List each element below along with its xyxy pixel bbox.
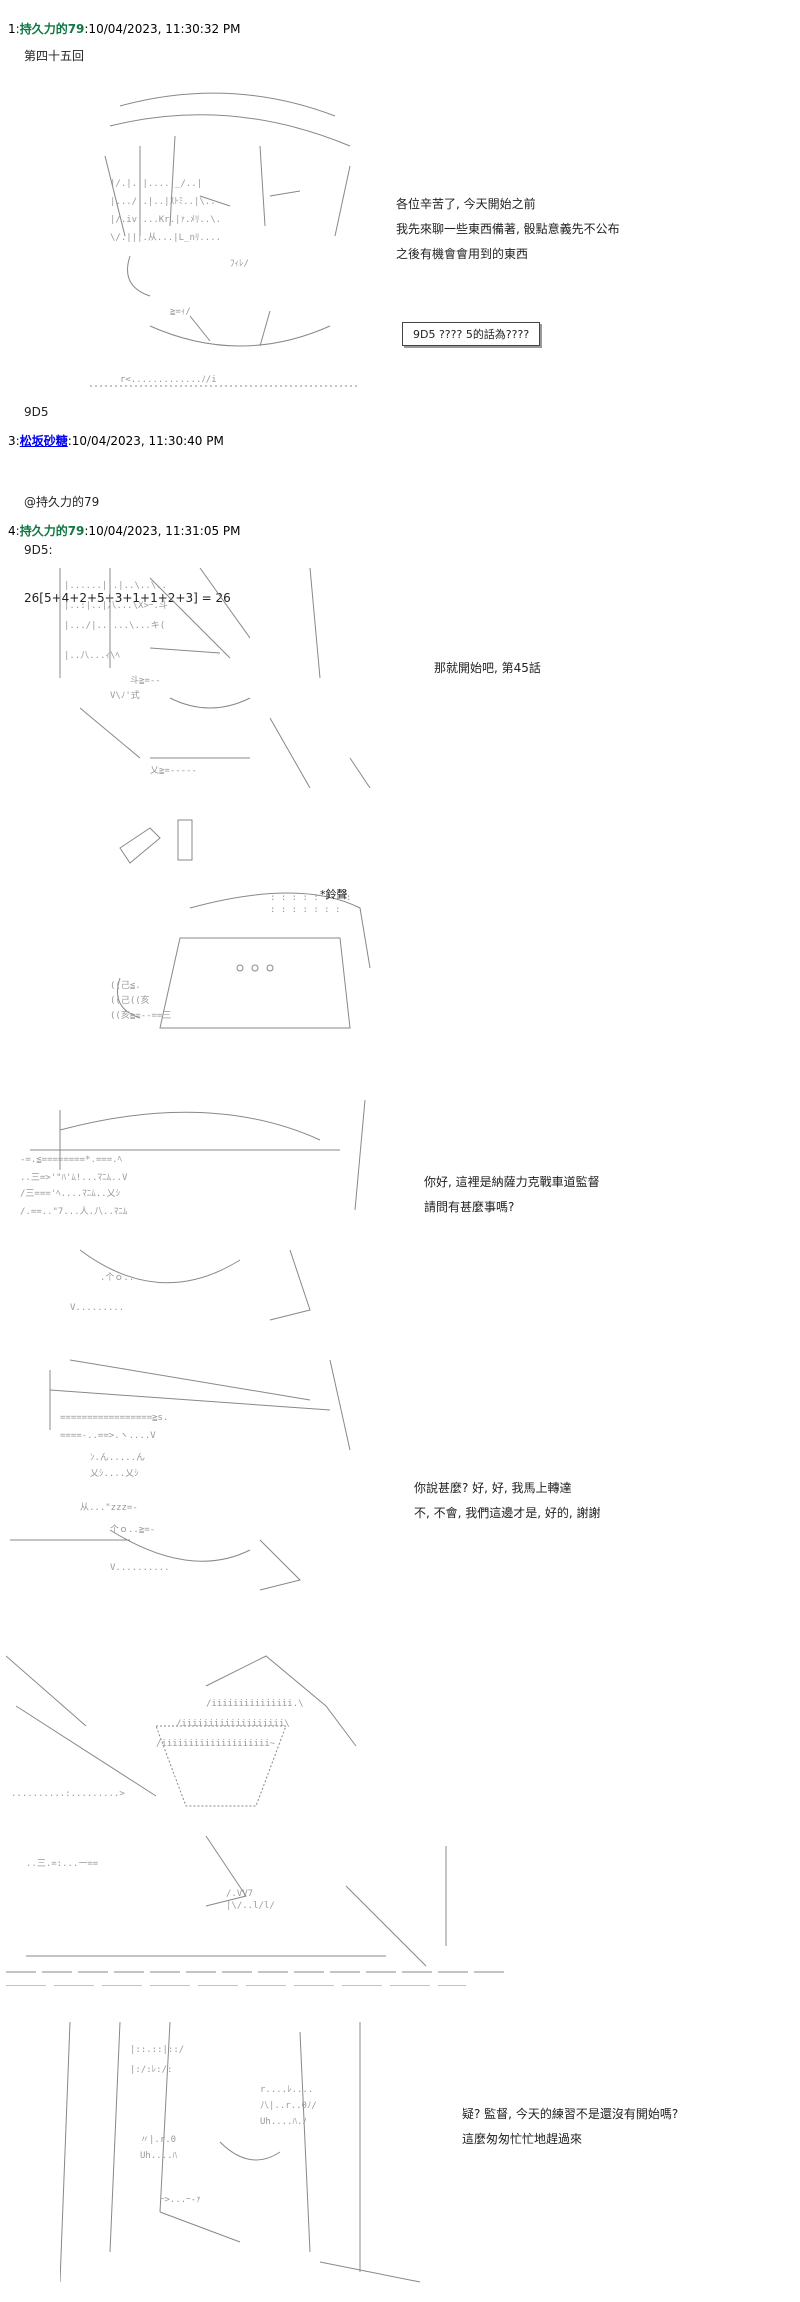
- ascii-art-drawing: |/.|..|....|_/..| |.../..|..|ｽﾄﾐ..|\.. |…: [90, 92, 360, 387]
- svg-text:ﾝ.ん.....ん: ﾝ.ん.....ん: [90, 1452, 145, 1463]
- svg-text:((己≦.: ((己≦.: [110, 980, 141, 991]
- ascii-art-character-1: |/.|..|....|_/..| |.../..|..|ｽﾄﾐ..|\.. |…: [80, 76, 380, 406]
- ascii-art-landscape: /iiiiiiiiiiiiiii.\ /iiiiiiiiiiiiiiiiiii\…: [6, 1636, 546, 1996]
- post-sep: :: [15, 434, 20, 448]
- poster-name[interactable]: 持久力的79: [19, 22, 85, 36]
- dialog-line: 你好, 這裡是納薩力克戰車道監督: [424, 1175, 600, 1189]
- ascii-art-character-3: -=.≦========*.===.ﾍ ..三=>'"ﾊ'ﾑ!...ﾏﾆﾑ..V…: [10, 1080, 380, 1340]
- svg-text:\/.|||.从...|L_nﾘ....: \/.|||.从...|L_nﾘ....: [110, 232, 221, 243]
- svg-text:ｰ>...ｰ-ｧ: ｰ>...ｰ-ｧ: [160, 2195, 201, 2205]
- landscape-drawing: /iiiiiiiiiiiiiii.\ /iiiiiiiiiiiiiiiiiii\…: [6, 1655, 506, 1986]
- svg-text:|.../|..|...\...キ(: |.../|..|...\...キ(: [64, 621, 165, 631]
- dice-box: 9D5 ???? 5的話為????: [402, 322, 541, 346]
- svg-text:|\/..l/l/: |\/..l/l/: [226, 1901, 275, 1911]
- svg-text:|/.iv!...Kr.|ｧ.ﾒﾘ..\.: |/.iv!...Kr.|ｧ.ﾒﾘ..\.: [110, 215, 221, 225]
- post-sep: :: [15, 22, 20, 36]
- svg-text:≧=ｨ/: ≧=ｨ/: [170, 307, 191, 317]
- ascii-art-drawing: -=.≦========*.===.ﾍ ..三=>'"ﾊ'ﾑ!...ﾏﾆﾑ..V…: [20, 1099, 366, 1321]
- post3-body: @持久力的79 9D5: 26[5+4+2+5+3+1+1+2+3] = 26: [24, 462, 231, 622]
- svg-text:..三.=:...一==: ..三.=:...一==: [26, 1859, 99, 1869]
- svg-text:ﾌｨﾚ/: ﾌｨﾚ/: [230, 259, 249, 269]
- sound-effect: *鈴聲: [320, 888, 348, 901]
- svg-text:/三==='ﾍ....ﾏﾆﾑ..乂ｼ: /三==='ﾍ....ﾏﾆﾑ..乂ｼ: [20, 1189, 121, 1199]
- svg-text:..........:.........>: ..........:.........>: [11, 1789, 125, 1799]
- dialog-block-1: 各位辛苦了, 今天開始之前 我先來聊一些東西備著, 骰點意義先不公布 之後有機會…: [396, 196, 620, 262]
- svg-text:乂≧=-----: 乂≧=-----: [150, 766, 197, 776]
- dialog-line: 不, 不會, 我們這邊才是, 好的, 謝謝: [414, 1506, 601, 1520]
- poster-name-link[interactable]: 松坂砂糖: [19, 434, 68, 448]
- svg-text:乂ｼ....乂ｼ: 乂ｼ....乂ｼ: [90, 1469, 139, 1479]
- poster-name[interactable]: 持久力的79: [19, 524, 85, 538]
- dialog-line: 請問有甚麼事嗎?: [424, 1200, 515, 1214]
- post-sep: :: [15, 524, 20, 538]
- svg-text:/iiiiiiiiiiiiiiiiiiii~: /iiiiiiiiiiiiiiiiiiii~: [156, 1739, 276, 1749]
- ascii-art-telephone: : : : : : : : : : : : : : : : ((己≦. ((己(…: [100, 808, 380, 1068]
- ascii-art-drawing: |......|..|..\..\.. |..:|..|八...\X>ｰ.斗 |…: [59, 567, 371, 788]
- svg-text:((亥≧=--==三: ((亥≧=--==三: [110, 1009, 171, 1021]
- svg-text:|::.::|::/: |::.::|::/: [130, 2045, 184, 2055]
- phone-drawing: : : : : : : : : : : : : : : : ((己≦. ((己(…: [110, 819, 371, 1029]
- svg-text:|......|..|..\..\..: |......|..|..\..\..: [64, 581, 167, 591]
- svg-text:八|..r..0ﾉ/: 八|..r..0ﾉ/: [260, 2101, 317, 2111]
- post-header-3: 3:松坂砂糖:10/04/2023, 11:30:40 PM: [8, 432, 224, 449]
- svg-text:V..........: V..........: [110, 1563, 170, 1573]
- dialog-line: 你說甚麼? 好, 好, 我馬上轉達: [414, 1481, 572, 1495]
- svg-text:V\ﾉ'式: V\ﾉ'式: [110, 689, 140, 701]
- post-date: :10/04/2023, 11:31:05 PM: [84, 524, 241, 538]
- svg-text:/iiiiiiiiiiiiiii.\: /iiiiiiiiiiiiiii.\: [206, 1699, 304, 1709]
- svg-text:V.........: V.........: [70, 1303, 124, 1313]
- svg-text:斗≧=--: 斗≧=--: [130, 675, 161, 686]
- dialog-line: 疑? 監督, 今天的練習不是還沒有開始嗎?: [462, 2107, 679, 2121]
- chapter-title: 第四十五回: [24, 49, 85, 63]
- dice-label: 9D5:: [24, 543, 53, 557]
- dialog-block-3: 你說甚麼? 好, 好, 我馬上轉達 不, 不會, 我們這邊才是, 好的, 謝謝: [414, 1480, 601, 1521]
- post-header-4: 4:持久力的79:10/04/2023, 11:31:05 PM: [8, 522, 241, 539]
- ascii-art-character-2: |......|..|..\..\.. |..:|..|八...\X>ｰ.斗 |…: [50, 548, 390, 798]
- svg-text:: : : : : : :: : : : : : : :: [270, 905, 340, 915]
- post-number: 3: [8, 434, 16, 448]
- svg-text:/iiiiiiiiiiiiiiiiiii\: /iiiiiiiiiiiiiiiiiii\: [176, 1719, 290, 1729]
- ascii-art-drawing: |::.::|::/ |:/:ﾚ:/: r....ﾚ.... 八|..r..0ﾉ…: [60, 2021, 421, 2283]
- dialog-block-2: 你好, 這裡是納薩力克戰車道監督 請問有甚麼事嗎?: [424, 1174, 600, 1215]
- svg-text:|.../..|..|ｽﾄﾐ..|\..: |.../..|..|ｽﾄﾐ..|\..: [110, 197, 216, 207]
- dialog-line: 這麼匆匆忙忙地趕過來: [462, 2132, 583, 2146]
- svg-text:====-..==>.ヽ....V: ====-..==>.ヽ....V: [60, 1431, 156, 1441]
- svg-text:r<.............ﾉ/i: r<.............ﾉ/i: [120, 375, 217, 385]
- svg-text:((己((亥: ((己((亥: [110, 994, 150, 1006]
- ascii-art-character-4: =================≧s. ====-..==>.ヽ....V ﾝ…: [10, 1340, 370, 1610]
- post-date: :10/04/2023, 11:30:40 PM: [67, 434, 224, 448]
- ascii-art-character-5: |::.::|::/ |:/:ﾚ:/: r....ﾚ.... 八|..r..0ﾉ…: [60, 2002, 430, 2302]
- svg-text:从..."zzz=-: 从..."zzz=-: [80, 1502, 138, 1513]
- post-date: :10/04/2023, 11:30:32 PM: [84, 22, 241, 36]
- svg-text:r....ﾚ....: r....ﾚ....: [260, 2085, 313, 2095]
- svg-text:..三=>'"ﾊ'ﾑ!...ﾏﾆﾑ..V: ..三=>'"ﾊ'ﾑ!...ﾏﾆﾑ..V: [20, 1173, 128, 1183]
- svg-text:=================≧s.: =================≧s.: [60, 1413, 168, 1423]
- ascii-art-drawing: =================≧s. ====-..==>.ヽ....V ﾝ…: [10, 1359, 351, 1591]
- dialog-line: 各位辛苦了, 今天開始之前: [396, 197, 536, 211]
- dialog-line: 我先來聊一些東西備著, 骰點意義先不公布: [396, 222, 620, 236]
- post-number: 4: [8, 524, 16, 538]
- post-number: 1: [8, 22, 16, 36]
- reply-mention[interactable]: @持久力的79: [24, 495, 100, 509]
- svg-text:|..八...ｨ\ﾍ: |..八...ｨ\ﾍ: [64, 651, 120, 661]
- svg-text:: : : : : : : :: : : : : : : : :: [270, 893, 351, 903]
- svg-text:/.==.."7...人.八..ﾏﾆﾑ: /.==.."7...人.八..ﾏﾆﾑ: [20, 1206, 128, 1217]
- svg-text:〃|.r.0: 〃|.r.0: [140, 2135, 176, 2145]
- dialog-block-4: 疑? 監督, 今天的練習不是還沒有開始嗎? 這麼匆匆忙忙地趕過來: [462, 2106, 678, 2147]
- svg-text:Uh....ﾊ: Uh....ﾊ: [140, 2151, 178, 2161]
- post-header-1: 1:持久力的79:10/04/2023, 11:30:32 PM: [8, 20, 241, 37]
- svg-text:Uh....ﾊ.ﾉ: Uh....ﾊ.ﾉ: [260, 2117, 307, 2127]
- svg-text:|/.|..|....|_/..|: |/.|..|....|_/..|: [110, 179, 202, 189]
- svg-text:/.VV7: /.VV7: [226, 1889, 253, 1899]
- svg-text:个ｏ..≧=-: 个ｏ..≧=-: [110, 1524, 155, 1535]
- svg-text:-=.≦========*.===.ﾍ: -=.≦========*.===.ﾍ: [20, 1155, 123, 1165]
- svg-text:|..:|..|八...\X>ｰ.斗: |..:|..|八...\X>ｰ.斗: [64, 600, 168, 611]
- svg-text:.个ｏ..: .个ｏ..: [100, 1272, 134, 1283]
- dialog-line-start: 那就開始吧, 第45話: [434, 661, 541, 675]
- svg-text:|:/:ﾚ:/:: |:/:ﾚ:/:: [130, 2065, 172, 2075]
- dialog-line: 之後有機會會用到的東西: [396, 247, 529, 261]
- dice-result-short: 9D5: [24, 405, 49, 419]
